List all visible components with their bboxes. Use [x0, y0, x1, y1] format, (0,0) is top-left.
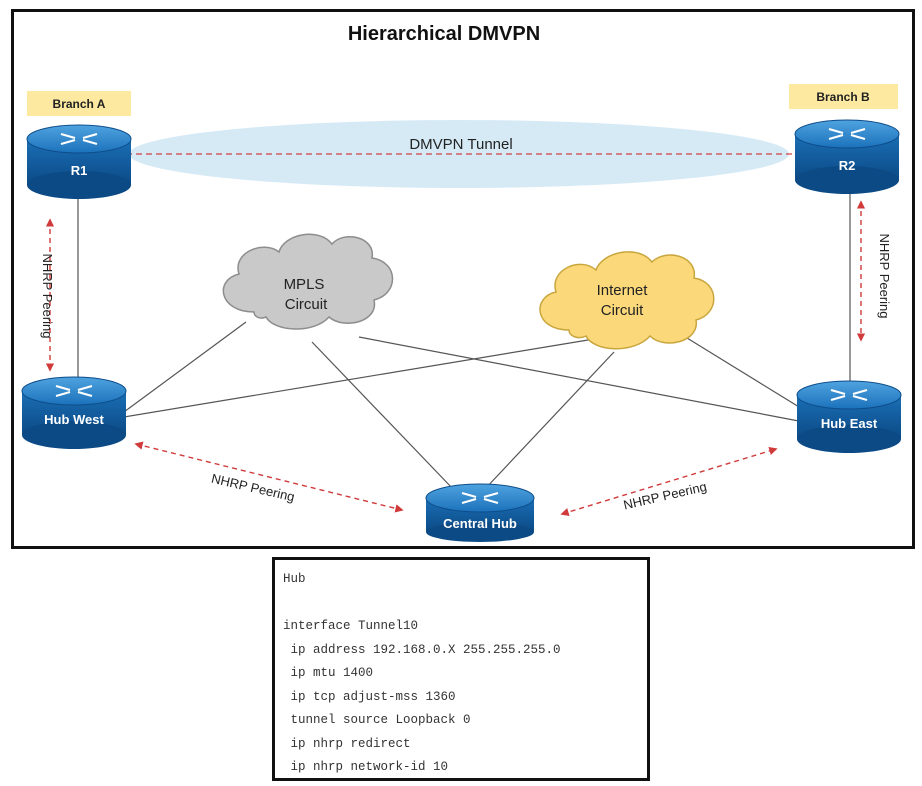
- router-r2-label: R2: [839, 158, 856, 173]
- link-hubwest-mpls: [123, 321, 247, 413]
- link-mpls-central: [311, 341, 455, 491]
- nhrp-label-left: NHRP Peering: [40, 253, 55, 338]
- link-internet-central: [483, 351, 615, 491]
- internet-cloud-label-line2: Circuit: [601, 302, 644, 319]
- nhrp-label-bottom-right: NHRP Peering: [622, 479, 708, 513]
- branch-a-label: Branch A: [53, 97, 106, 111]
- router-arrows-icon: [830, 389, 868, 401]
- router-central-hub-label: Central Hub: [443, 516, 517, 531]
- physical-links: [77, 184, 851, 491]
- router-r1-label: R1: [71, 163, 88, 178]
- config-line: ip mtu 1400: [283, 666, 374, 680]
- router-arrows-icon: [461, 492, 499, 504]
- router-hub-west-label: Hub West: [44, 412, 104, 427]
- internet-cloud: Internet Circuit: [539, 251, 715, 350]
- internet-cloud-label-line1: Internet: [597, 282, 649, 299]
- branch-b-label: Branch B: [816, 90, 870, 104]
- nhrp-arrows: [45, 200, 866, 517]
- router-hub-east: Hub East: [796, 380, 902, 453]
- tunnel-label: DMVPN Tunnel: [409, 136, 512, 153]
- config-line: ip address 192.168.0.X 255.255.255.0: [283, 642, 561, 657]
- router-arrows-icon: [55, 385, 93, 397]
- nhrp-label-bottom-left: NHRP Peering: [210, 471, 296, 505]
- router-central-hub: Central Hub: [425, 483, 535, 542]
- router-arrows-icon: [828, 128, 866, 140]
- config-line: ip nhrp redirect: [283, 736, 411, 751]
- router-hub-west: Hub West: [21, 376, 127, 449]
- link-hubwest-internet: [123, 338, 595, 418]
- branch-b-tag: Branch B: [789, 84, 898, 109]
- router-r1: R1: [26, 124, 132, 199]
- dmvpn-diagram: Hierarchical DMVPN DMVPN Tunnel MPLS Cir…: [21, 23, 902, 542]
- config-line: Hub: [283, 572, 306, 586]
- mpls-cloud-label-line1: MPLS: [284, 276, 325, 293]
- config-line: [283, 592, 647, 616]
- router-arrows-icon: [60, 133, 98, 145]
- mpls-cloud-label-line2: Circuit: [285, 296, 328, 313]
- link-mpls-hubeast: [358, 336, 805, 423]
- config-box: Hub interface Tunnel10 ip address 192.16…: [272, 557, 650, 781]
- link-internet-hubeast: [673, 329, 805, 411]
- router-hub-east-label: Hub East: [821, 416, 878, 431]
- config-line: ip tcp adjust-mss 1360: [283, 689, 456, 704]
- config-line: tunnel source Loopback 0: [283, 713, 471, 727]
- nhrp-arrow-bottom-right: [560, 446, 778, 517]
- diagram-frame: Hierarchical DMVPN DMVPN Tunnel MPLS Cir…: [11, 9, 915, 549]
- branch-a-tag: Branch A: [27, 91, 131, 116]
- config-line: ip nhrp network-id 10: [283, 760, 449, 774]
- router-r2: R2: [794, 119, 900, 194]
- diagram-title: Hierarchical DMVPN: [348, 23, 540, 45]
- nhrp-arrow-bottom-left: [134, 441, 404, 513]
- config-line: interface Tunnel10: [283, 619, 419, 633]
- mpls-cloud: MPLS Circuit: [222, 233, 394, 330]
- nhrp-label-right: NHRP Peering: [877, 233, 892, 318]
